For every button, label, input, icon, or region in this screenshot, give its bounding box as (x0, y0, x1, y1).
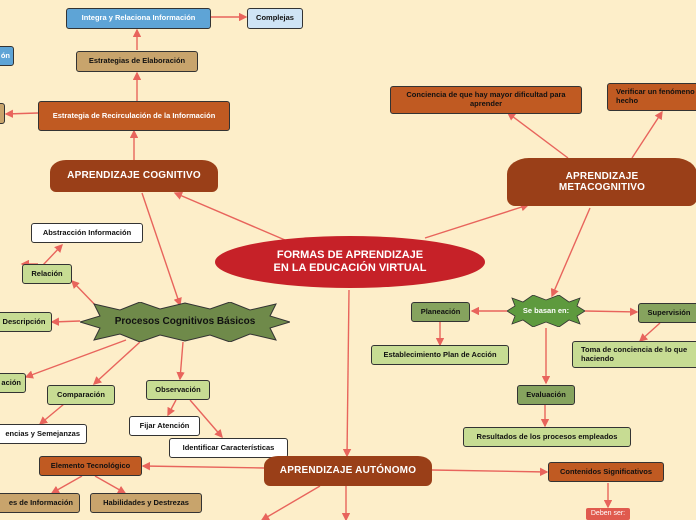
complejas-node[interactable]: Complejas (247, 8, 303, 29)
toma-conciencia-node[interactable]: Toma de conciencia de lo que haciendo (572, 341, 696, 368)
se-basan-star-shape (507, 295, 585, 327)
verificar-node[interactable]: Verificar un fenómeno hecho (607, 83, 696, 111)
establecimiento-node[interactable]: Establecimiento Plan de Acción (371, 345, 509, 365)
metacognitivo-label-line1: APRENDIZAJE (565, 170, 639, 182)
identificar-label: Identificar Características (182, 442, 275, 452)
deben-ser-label: Deben ser: (590, 509, 626, 517)
diferencias-label: encias y Semejanzas (5, 428, 80, 438)
left-cut-blue-label: ón (0, 50, 10, 60)
descripcion-label: Descripción (2, 316, 46, 326)
evaluacion-node[interactable]: Evaluación (517, 385, 575, 405)
elaboracion-node[interactable]: Estrategias de Elaboración (76, 51, 198, 72)
deben-ser-tag[interactable]: Deben ser: (586, 508, 630, 520)
identificar-node[interactable]: Identificar Características (169, 438, 288, 458)
recirculacion-node[interactable]: Estrategia de Recirculación de la Inform… (38, 101, 230, 131)
recirculacion-label: Estrategia de Recirculación de la Inform… (52, 110, 216, 120)
relacion-node[interactable]: Relación (22, 264, 72, 284)
abstraccion-label: Abstracción Información (42, 227, 132, 237)
observacion-node[interactable]: Observación (146, 380, 210, 400)
evaluacion-label: Evaluación (526, 389, 566, 399)
procesos-label: Procesos Cognitivos Básicos (114, 316, 256, 328)
procesos-node[interactable]: Procesos Cognitivos Básicos (80, 302, 290, 342)
central-topic[interactable]: FORMAS DE APRENDIZAJE EN LA EDUCACIÓN VI… (215, 236, 485, 288)
relacion-label: Relación (31, 268, 63, 278)
se-basan-label: Se basan en: (522, 305, 570, 315)
procesos-star-shape (80, 302, 290, 342)
conciencia-label: Conciencia de que hay mayor dificultad p… (406, 90, 566, 108)
contenidos-label: Contenidos Significativos (559, 466, 653, 476)
central-topic-line2: EN LA EDUCACIÓN VIRTUAL (273, 262, 427, 274)
aprendizaje-autonomo-topic[interactable]: APRENDIZAJE AUTÓNOMO (264, 456, 432, 486)
diferencias-node[interactable]: encias y Semejanzas (0, 424, 87, 444)
fijar-atencion-label: Fijar Atención (139, 420, 190, 430)
abstraccion-node[interactable]: Abstracción Información (31, 223, 143, 243)
supervision-node[interactable]: Supervisión (638, 303, 696, 323)
fuentes-informacion-label: es de Información (8, 497, 73, 507)
clasificacion-label: ación (1, 377, 21, 387)
complejas-label: Complejas (256, 13, 294, 23)
aprendizaje-metacognitivo-topic[interactable]: APRENDIZAJE METACOGNITIVO (507, 158, 696, 206)
central-topic-line1: FORMAS DE APRENDIZAJE (276, 249, 424, 262)
se-basan-node[interactable]: Se basan en: (507, 295, 585, 327)
descripcion-node[interactable]: Descripción (0, 312, 52, 332)
elemento-tecnologico-node[interactable]: Elemento Tecnológico (39, 456, 142, 476)
resultados-node[interactable]: Resultados de los procesos empleados (463, 427, 631, 447)
left-cut-tan-node[interactable] (0, 103, 5, 124)
habilidades-node[interactable]: Habilidades y Destrezas (90, 493, 202, 513)
elaboracion-label: Estrategias de Elaboración (88, 56, 186, 66)
left-cut-blue-node[interactable]: ón (0, 46, 14, 66)
aprendizaje-cognitivo-topic[interactable]: APRENDIZAJE COGNITIVO (50, 160, 218, 192)
supervision-label: Supervisión (647, 307, 691, 317)
metacognitivo-label-line2: METACOGNITIVO (558, 182, 646, 193)
planeacion-label: Planeación (420, 306, 461, 316)
comparacion-label: Comparación (57, 389, 105, 399)
resultados-label: Resultados de los procesos empleados (476, 431, 618, 441)
clasificacion-node[interactable]: ación (0, 373, 26, 393)
observacion-label: Observación (155, 384, 201, 394)
elemento-tecnologico-label: Elemento Tecnológico (50, 460, 131, 470)
integra-label: Integra y Relaciona Información (81, 13, 196, 23)
aprendizaje-cognitivo-label: APRENDIZAJE COGNITIVO (67, 170, 201, 182)
conciencia-node[interactable]: Conciencia de que hay mayor dificultad p… (390, 86, 582, 114)
contenidos-node[interactable]: Contenidos Significativos (548, 462, 664, 482)
fijar-atencion-node[interactable]: Fijar Atención (129, 416, 200, 436)
comparacion-node[interactable]: Comparación (47, 385, 115, 405)
integra-node[interactable]: Integra y Relaciona Información (66, 8, 211, 29)
verificar-label: Verificar un fenómeno hecho (616, 87, 695, 105)
aprendizaje-autonomo-label: APRENDIZAJE AUTÓNOMO (279, 465, 417, 477)
habilidades-label: Habilidades y Destrezas (103, 497, 189, 507)
toma-conciencia-label: Toma de conciencia de lo que haciendo (581, 344, 688, 363)
planeacion-node[interactable]: Planeación (411, 302, 470, 322)
establecimiento-label: Establecimiento Plan de Acción (383, 349, 497, 359)
fuentes-informacion-node[interactable]: es de Información (0, 493, 80, 513)
